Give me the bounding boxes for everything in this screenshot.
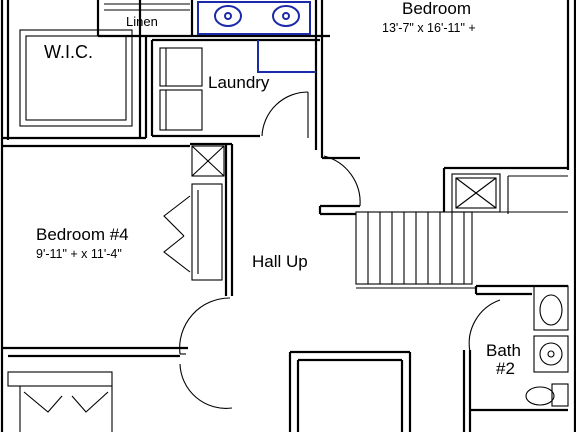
- linen-shelf: [104, 3, 190, 11]
- bath2-label-line2: #2: [496, 359, 515, 378]
- chase-box-right: [451, 173, 501, 213]
- wic-label: W.I.C.: [44, 42, 93, 62]
- stairs: [355, 175, 568, 289]
- bath2-label-line1: Bath: [486, 341, 521, 360]
- door-swings: [179, 91, 501, 409]
- bath2-fixtures: [525, 285, 569, 407]
- washer-dryer: [159, 47, 203, 131]
- double-vanity: [197, 1, 311, 35]
- wic-shelf: [19, 29, 133, 127]
- laundry-label: Laundry: [208, 73, 270, 92]
- bedroom4-dimensions: 9'-11" + x 11'-4": [36, 247, 122, 261]
- bedroom4-closet: [163, 183, 223, 281]
- bedroom4-label: Bedroom #4: [36, 225, 129, 244]
- lower-closet: [7, 371, 113, 432]
- linen-closet-blue: [257, 40, 316, 73]
- bedroom-dimensions: 13'-7" x 16'-11" +: [382, 21, 476, 35]
- chase-box-left: [191, 145, 225, 177]
- hall-label: Hall Up: [252, 252, 308, 271]
- linen-label: Linen: [126, 14, 158, 29]
- bedroom-label: Bedroom: [402, 0, 471, 18]
